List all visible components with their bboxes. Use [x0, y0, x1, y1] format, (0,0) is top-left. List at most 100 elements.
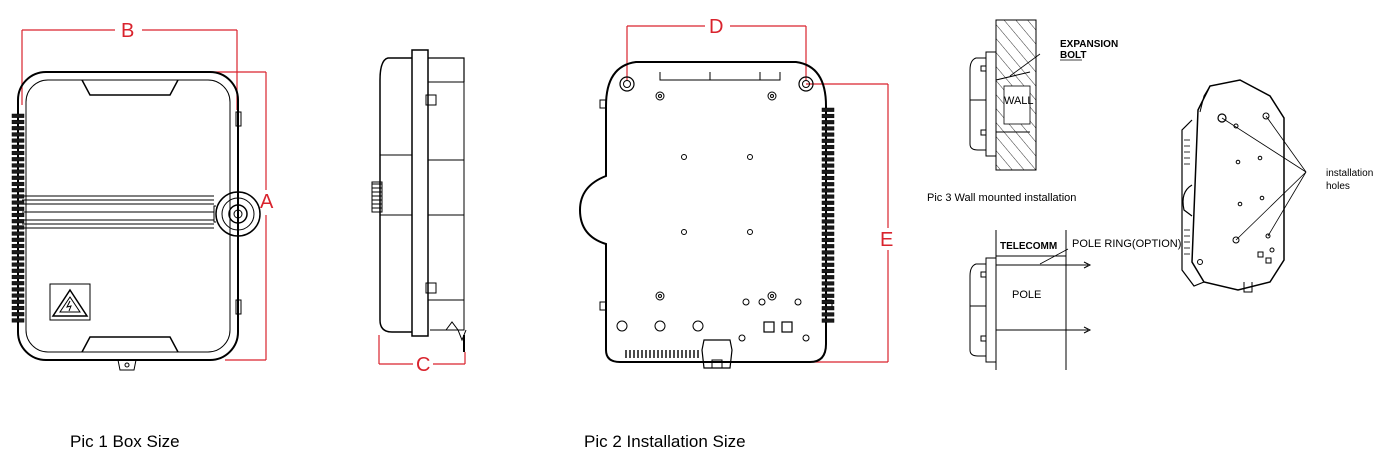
connector-port — [11, 194, 25, 199]
connector-port — [11, 237, 25, 242]
pic3-caption: Pic 3 Wall mounted installation — [927, 192, 1076, 204]
connector-port — [821, 151, 835, 156]
back-bottom-ribs — [625, 350, 699, 358]
connector-port — [821, 318, 835, 323]
connector-port — [821, 262, 835, 267]
back-view: D E — [578, 16, 893, 369]
dimension-b-label: B — [121, 20, 134, 42]
connector-port — [11, 268, 25, 273]
holes-label: holes — [1326, 181, 1350, 192]
installation-label: installation — [1326, 168, 1373, 179]
connector-port — [11, 132, 25, 137]
connector-port — [11, 274, 25, 280]
connector-port — [821, 113, 835, 119]
dimension-c — [378, 335, 466, 365]
connector-port — [821, 182, 835, 187]
connector-port — [821, 169, 835, 174]
wall-label: WALL — [1004, 95, 1034, 107]
connector-port — [821, 194, 835, 199]
connector-port — [11, 126, 25, 131]
connector-port — [821, 231, 835, 236]
connector-port — [11, 250, 25, 255]
dimension-d-label: D — [709, 16, 723, 38]
isometric-view — [1181, 79, 1307, 293]
connector-port — [11, 169, 25, 174]
connector-port — [821, 213, 835, 218]
pole-label: POLE — [1012, 289, 1041, 301]
dimension-a-label: A — [260, 191, 274, 213]
connector-port — [11, 138, 25, 143]
connector-port — [821, 175, 835, 181]
back-body — [578, 61, 833, 369]
pic1-caption: Pic 1 Box Size — [70, 432, 180, 451]
dimension-d — [626, 25, 807, 80]
wall-mount-view: WALL EXPANSION BOLT Pic 3 Wall mounted i… — [927, 19, 1181, 370]
lock-knob — [213, 191, 261, 237]
dimension-c-label: C — [416, 354, 430, 376]
connector-port — [11, 181, 25, 187]
connector-port — [821, 287, 835, 292]
connector-port — [821, 244, 835, 249]
connector-port — [11, 219, 25, 224]
connector-port — [821, 312, 835, 317]
connector-port — [11, 293, 25, 298]
connector-port — [821, 144, 835, 150]
connector-port — [821, 120, 835, 125]
connector-port — [11, 262, 25, 267]
connector-port — [821, 268, 835, 274]
connector-port — [821, 107, 835, 112]
connector-port — [821, 132, 835, 137]
connector-port — [11, 231, 25, 236]
pole-ring-label: POLE RING(OPTION) — [1072, 238, 1181, 250]
connector-port — [11, 206, 25, 211]
connector-port — [11, 299, 25, 304]
connector-port — [11, 150, 25, 156]
connector-port — [11, 157, 25, 162]
connector-port — [11, 225, 25, 230]
connector-port — [821, 138, 835, 143]
connector-port — [11, 305, 25, 311]
connector-port — [11, 200, 25, 205]
connector-port — [821, 275, 835, 280]
back-connector-ports — [821, 107, 835, 323]
dimension-e-label: E — [880, 229, 893, 251]
connector-port — [821, 256, 835, 261]
dimension-e — [720, 83, 889, 363]
warning-triangle-icon — [49, 283, 91, 321]
connector-port — [11, 281, 25, 286]
side-view — [371, 49, 467, 352]
connector-port — [821, 225, 835, 230]
connector-port — [821, 293, 835, 298]
connector-port — [821, 126, 835, 131]
expansion-label: EXPANSION — [1060, 39, 1118, 50]
connector-port — [821, 163, 835, 168]
connector-port — [11, 163, 25, 168]
connector-port — [11, 312, 25, 317]
connector-port — [11, 144, 25, 149]
front-view: B A — [11, 20, 274, 371]
pic2-caption: Pic 2 Installation Size — [584, 432, 746, 451]
connector-port — [821, 188, 835, 193]
connector-port — [11, 287, 25, 292]
front-body — [17, 71, 242, 371]
bolt-label: BOLT — [1060, 50, 1086, 61]
connector-port — [821, 299, 835, 305]
connector-port — [11, 188, 25, 193]
connector-port — [11, 318, 25, 323]
connector-port — [11, 256, 25, 261]
side-ribs — [372, 183, 382, 209]
connector-port — [11, 243, 25, 249]
connector-port — [821, 306, 835, 311]
connector-port — [11, 175, 25, 180]
front-connector-ports — [11, 113, 25, 323]
connector-port — [821, 250, 835, 255]
connector-port — [821, 206, 835, 212]
dimension-b — [21, 29, 238, 110]
connector-port — [11, 119, 25, 125]
connector-port — [821, 281, 835, 286]
connector-port — [11, 113, 25, 118]
connector-port — [821, 237, 835, 243]
connector-port — [11, 212, 25, 218]
connector-port — [821, 157, 835, 162]
